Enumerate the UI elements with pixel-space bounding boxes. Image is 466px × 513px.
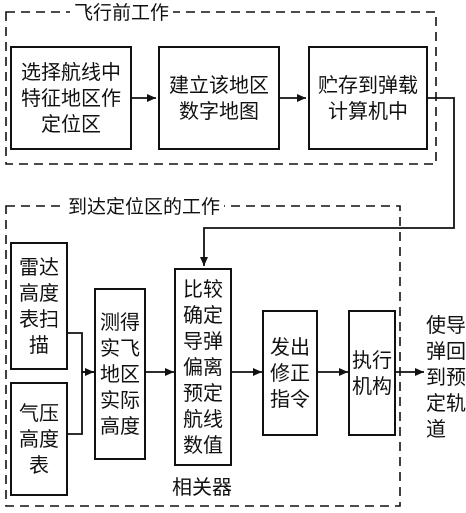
measure-height-box: 测得 实飞 地区 实际 高度 <box>94 288 146 460</box>
actuator-box: 执行 机构 <box>348 310 396 436</box>
store-box: 贮存到弹载 计算机中 <box>308 46 428 150</box>
compare-box: 比较 确定 导弹 偏离 预定 航线 数值 <box>174 268 232 466</box>
barometric-altimeter-box: 气压 高度 表 <box>10 382 68 496</box>
arrow-store-to-compare <box>200 97 455 266</box>
radar-altimeter-box: 雷达 高度 表扫 描 <box>10 242 68 370</box>
issue-correction-box: 发出 修正 指令 <box>262 310 318 436</box>
output-label: 使导 弹回 到预 定轨 道 <box>426 313 466 441</box>
arrival-section-title: 到达定位区的工作 <box>64 196 225 218</box>
arrow-radar-to-measure <box>68 332 94 373</box>
pre-flight-section-title: 飞行前工作 <box>70 2 174 24</box>
select-area-box: 选择航线中 特征地区作 定位区 <box>10 46 132 150</box>
correlator-label: 相关器 <box>172 475 232 499</box>
pre-flight-frame <box>5 11 437 165</box>
build-map-box: 建立该地区 数字地图 <box>158 46 280 150</box>
arrow-barometer-to-measure <box>68 368 94 435</box>
